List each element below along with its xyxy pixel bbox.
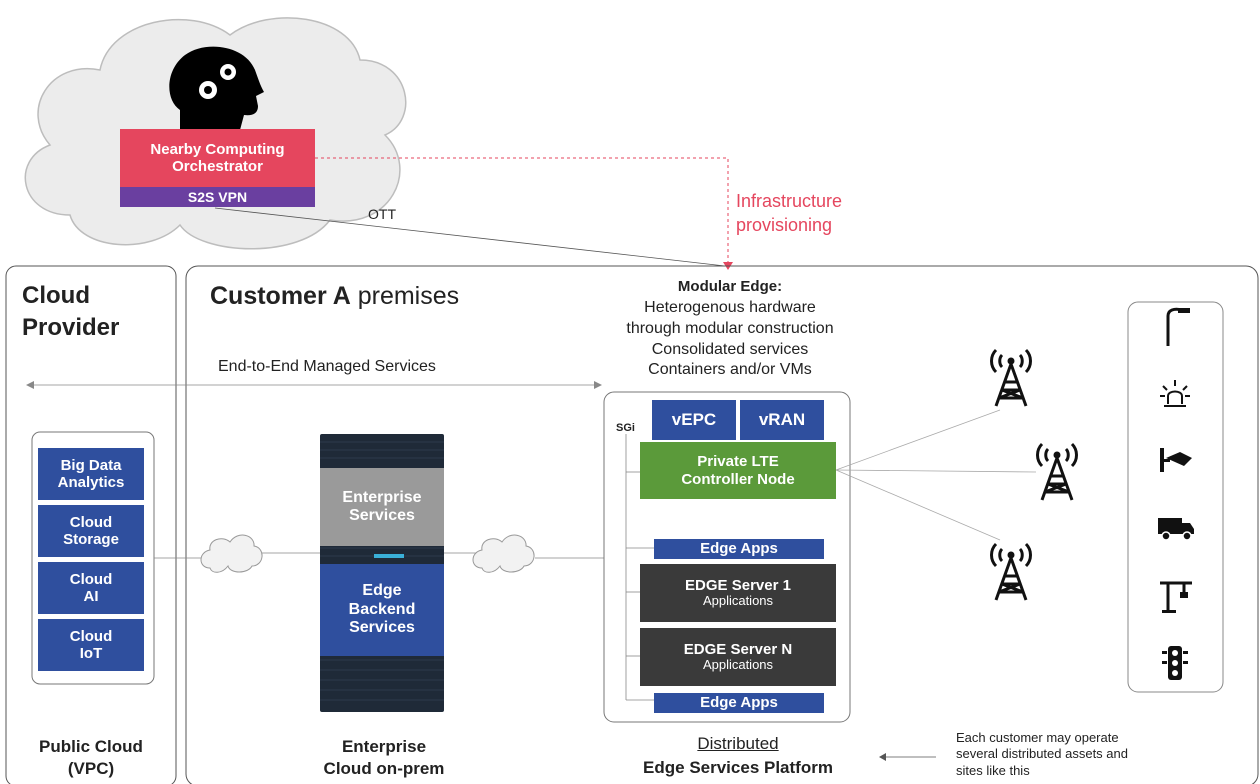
distributed-label: Distributed — [697, 734, 779, 753]
note-arrow — [879, 753, 886, 761]
modular-edge-title: Modular Edge: — [677, 278, 783, 295]
provisioning-label: Infrastructure provisioning — [736, 191, 843, 236]
edge-server-n-title: EDGE Server N — [683, 640, 793, 658]
edge-services-platform-label: Edge Services Platform — [643, 758, 833, 777]
head-gears-icon — [169, 46, 264, 130]
small-cloud-left — [200, 534, 263, 573]
customer-title: Customer A premises — [210, 282, 460, 310]
s2s-vpn-box: S2S VPN — [120, 187, 315, 207]
cloud-storage: Cloud Storage — [38, 505, 144, 557]
enterprise-cloud-label: Enterprise Cloud on-prem — [323, 737, 445, 779]
edge-server-1: EDGE Server 1 Applications — [640, 564, 836, 622]
managed-services-label: End-to-End Managed Services — [218, 358, 436, 375]
radio-tower-icon — [990, 348, 1032, 407]
edge-backend-box: Edge Backend Services — [320, 564, 444, 656]
ott-line — [214, 207, 726, 267]
radio-tower-icon — [990, 542, 1032, 601]
managed-arrow-right — [594, 381, 602, 389]
edge-server-n-sub: Applications — [702, 657, 774, 673]
customer-box — [185, 265, 1259, 784]
big-data-analytics: Big Data Analytics — [38, 448, 144, 500]
vepc-box: vEPC — [652, 400, 736, 440]
ott-label: OTT — [368, 206, 396, 222]
assets-note: Each customer may operate several distri… — [956, 730, 1128, 778]
cloud-iot: Cloud IoT — [38, 619, 144, 671]
managed-arrow-left — [26, 381, 34, 389]
private-lte-box: Private LTE Controller Node — [640, 442, 836, 499]
edge-server-1-title: EDGE Server 1 — [685, 576, 791, 594]
cloud-provider-title: Cloud Provider — [22, 282, 120, 342]
truck-icon — [1158, 518, 1194, 541]
cloud-provider-box — [5, 265, 177, 784]
security-camera-icon — [1160, 448, 1192, 472]
assets-panel — [1127, 301, 1224, 693]
edge-server-1-sub: Applications — [702, 593, 774, 609]
sgi-label: SGi — [616, 422, 635, 434]
vran-box: vRAN — [740, 400, 824, 440]
enterprise-services-box: Enterprise Services — [320, 468, 444, 546]
street-light-icon — [1166, 307, 1190, 346]
edge-apps-bottom: Edge Apps — [654, 693, 824, 713]
traffic-light-icon — [1162, 646, 1188, 680]
crane-icon — [1160, 581, 1192, 613]
cloud-ai: Cloud AI — [38, 562, 144, 614]
small-cloud-right — [472, 534, 535, 573]
edge-server-n: EDGE Server N Applications — [640, 628, 836, 686]
public-cloud-label: Public Cloud (VPC) — [39, 737, 143, 779]
orchestrator-box: Nearby Computing Orchestrator — [120, 129, 315, 187]
modular-edge-desc: Heterogenous hardware through modular co… — [626, 299, 834, 379]
radio-tower-icon — [1036, 442, 1078, 501]
alarm-light-icon — [1160, 380, 1190, 407]
edge-apps-top: Edge Apps — [654, 539, 824, 559]
